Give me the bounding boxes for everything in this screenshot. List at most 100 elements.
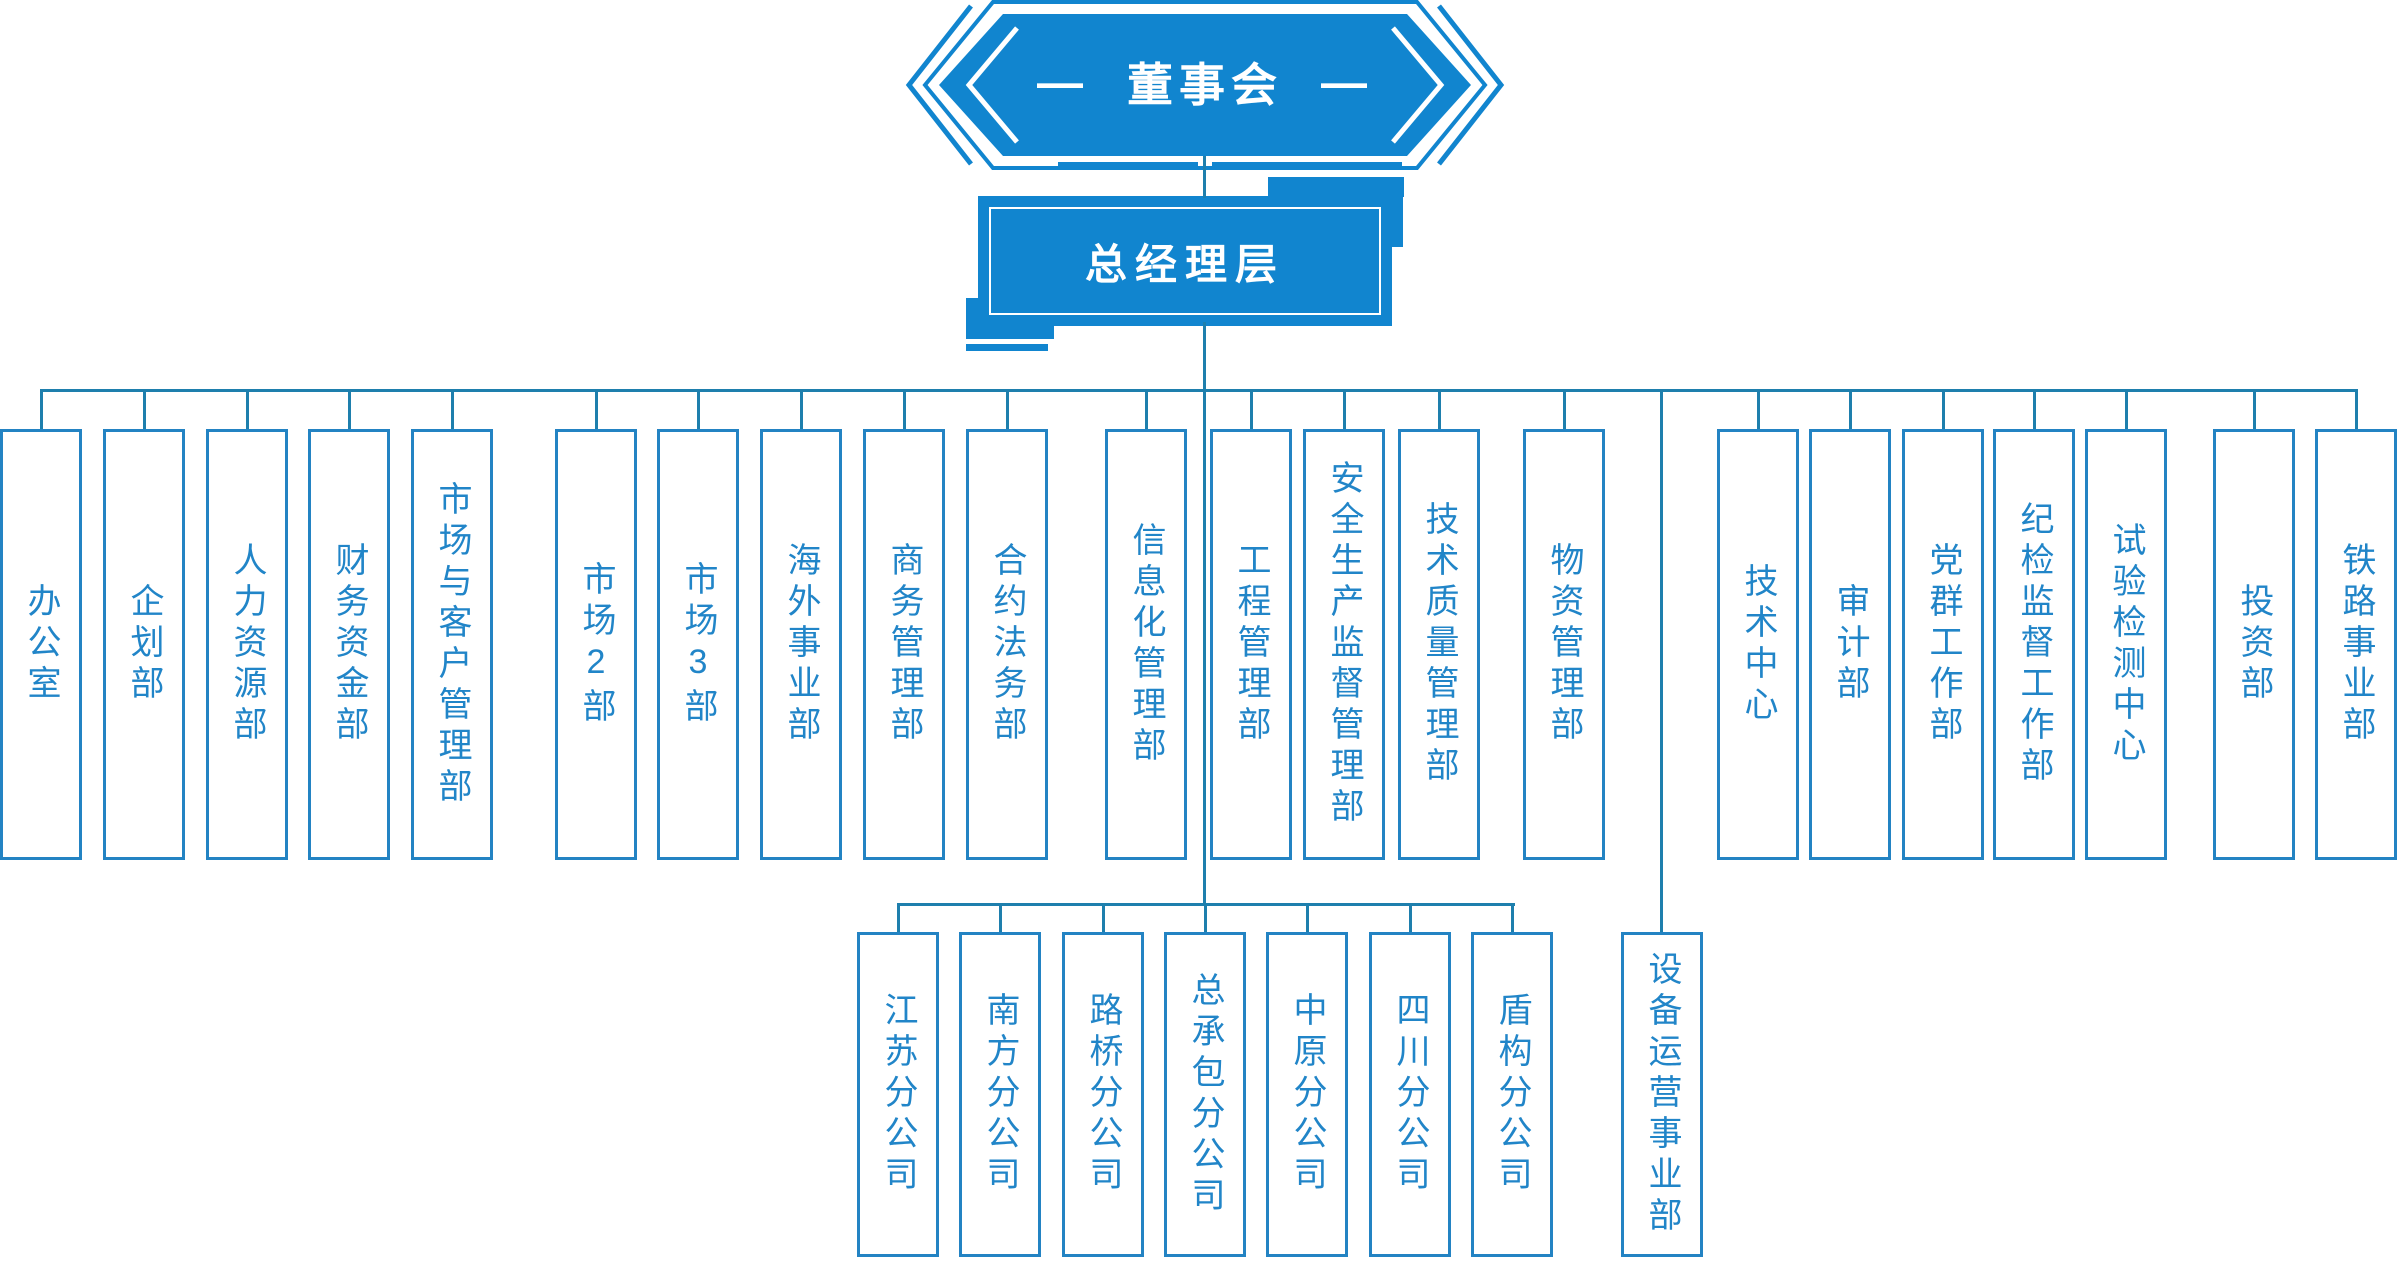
dept-node: 安全生产监督管理部 — [1303, 389, 1385, 860]
connector-stub — [2124, 389, 2128, 429]
subsidiary-label: 设备运营事业部 — [1643, 951, 1681, 1238]
connector-stub — [1305, 903, 1309, 932]
dept-box: 人力资源部 — [206, 429, 288, 860]
gm-inner-outline — [989, 207, 1381, 315]
connector-stub — [1562, 389, 1566, 429]
dept-box: 纪检监督工作部 — [1993, 429, 2075, 860]
dept-box: 财务资金部 — [308, 429, 390, 860]
subsidiary-label: 路桥分公司 — [1084, 992, 1122, 1197]
dept-node: 商务管理部 — [863, 389, 945, 860]
dept-node: 投资部 — [2213, 389, 2295, 860]
dept-box: 物资管理部 — [1523, 429, 1605, 860]
dept-box: 审计部 — [1809, 429, 1891, 860]
connector-stub — [594, 389, 598, 429]
subsidiary-node: 设备运营事业部 — [1621, 932, 1703, 1257]
connector-center-vertical — [1203, 322, 1206, 905]
dept-node: 海外事业部 — [760, 389, 842, 860]
dept-label: 信息化管理部 — [1127, 521, 1165, 768]
dept-label: 审计部 — [1831, 583, 1869, 706]
decor — [1058, 162, 1198, 170]
general-manager-box: 总经理层 — [978, 196, 1392, 326]
subsidiary-box: 江苏分公司 — [857, 932, 939, 1257]
dept-label: 市场2部 — [577, 560, 615, 729]
dept-label: 党群工作部 — [1924, 542, 1962, 747]
dept-node: 技术中心 — [1717, 389, 1799, 860]
hexagon-fill — [939, 14, 1471, 156]
subsidiary-label: 四川分公司 — [1391, 992, 1429, 1197]
dept-node: 工程管理部 — [1210, 389, 1292, 860]
connector-stub — [1144, 389, 1148, 429]
connector-stub — [1005, 389, 1009, 429]
dept-node: 办公室 — [0, 389, 82, 860]
dept-box: 铁路事业部 — [2315, 429, 2397, 860]
subsidiary-node: 盾构分公司 — [1471, 903, 1553, 1257]
dept-node: 审计部 — [1809, 389, 1891, 860]
dept-label: 技术质量管理部 — [1420, 501, 1458, 788]
dept-node: 铁路事业部 — [2315, 389, 2397, 860]
dept-box: 企划部 — [103, 429, 185, 860]
dept-node: 党群工作部 — [1902, 389, 1984, 860]
dept-label: 安全生产监督管理部 — [1325, 460, 1363, 829]
subsidiary-box: 设备运营事业部 — [1621, 932, 1703, 1257]
dept-node: 技术质量管理部 — [1398, 389, 1480, 860]
decor — [966, 298, 978, 326]
connector-equipment-vertical — [1660, 390, 1663, 934]
dept-node: 试验检测中心 — [2085, 389, 2167, 860]
dept-label: 商务管理部 — [885, 542, 923, 747]
dept-box: 办公室 — [0, 429, 82, 860]
dept-label: 办公室 — [22, 583, 60, 706]
subsidiary-box: 南方分公司 — [959, 932, 1041, 1257]
decor — [966, 344, 1048, 351]
outer-chevron-left-icon — [905, 4, 973, 166]
dash-right: — — [1321, 56, 1373, 108]
dept-label: 技术中心 — [1739, 562, 1777, 727]
inner-chevron-right-icon — [1391, 26, 1445, 144]
dept-node: 纪检监督工作部 — [1993, 389, 2075, 860]
dept-label: 市场3部 — [679, 560, 717, 729]
connector-stub — [2354, 389, 2358, 429]
subsidiary-node: 总承包分公司 — [1164, 903, 1246, 1257]
subsidiary-box: 盾构分公司 — [1471, 932, 1553, 1257]
connector-stub — [1848, 389, 1852, 429]
subsidiary-label: 中原分公司 — [1288, 992, 1326, 1197]
subsidiary-node: 四川分公司 — [1369, 903, 1451, 1257]
connector-stub — [39, 389, 43, 429]
connector-departments-horizontal — [40, 389, 2357, 392]
dept-label: 物资管理部 — [1545, 542, 1583, 747]
decor — [1268, 177, 1404, 197]
subsidiary-node: 江苏分公司 — [857, 903, 939, 1257]
dept-box: 技术质量管理部 — [1398, 429, 1480, 860]
outer-chevron-right-icon — [1437, 4, 1505, 166]
dept-label: 投资部 — [2235, 583, 2273, 706]
subsidiary-node: 中原分公司 — [1266, 903, 1348, 1257]
connector-stub — [1249, 389, 1253, 429]
dept-box: 合约法务部 — [966, 429, 1048, 860]
dept-label: 人力资源部 — [228, 542, 266, 747]
dept-node: 物资管理部 — [1523, 389, 1605, 860]
hexagon-badge-shape — [905, 0, 1505, 170]
connector-stub — [347, 389, 351, 429]
connector-stub — [1756, 389, 1760, 429]
connector-stub — [2032, 389, 2036, 429]
connector-stub — [1101, 903, 1105, 932]
dept-label: 铁路事业部 — [2337, 542, 2375, 747]
dept-box: 商务管理部 — [863, 429, 945, 860]
decor — [966, 326, 1054, 339]
dept-node: 合约法务部 — [966, 389, 1048, 860]
connector-stub — [799, 389, 803, 429]
dept-box: 信息化管理部 — [1105, 429, 1187, 860]
board-label: 董事会 — [1127, 59, 1283, 111]
connector-stub — [1408, 903, 1412, 932]
subsidiary-box: 中原分公司 — [1266, 932, 1348, 1257]
dept-node: 人力资源部 — [206, 389, 288, 860]
dept-box: 工程管理部 — [1210, 429, 1292, 860]
dept-box: 市场3部 — [657, 429, 739, 860]
connector-stub — [1941, 389, 1945, 429]
connector-stub — [902, 389, 906, 429]
connector-stub — [142, 389, 146, 429]
dept-box: 市场2部 — [555, 429, 637, 860]
subsidiary-label: 盾构分公司 — [1493, 992, 1531, 1197]
dash-left: — — [1037, 56, 1089, 108]
dept-label: 企划部 — [125, 583, 163, 706]
